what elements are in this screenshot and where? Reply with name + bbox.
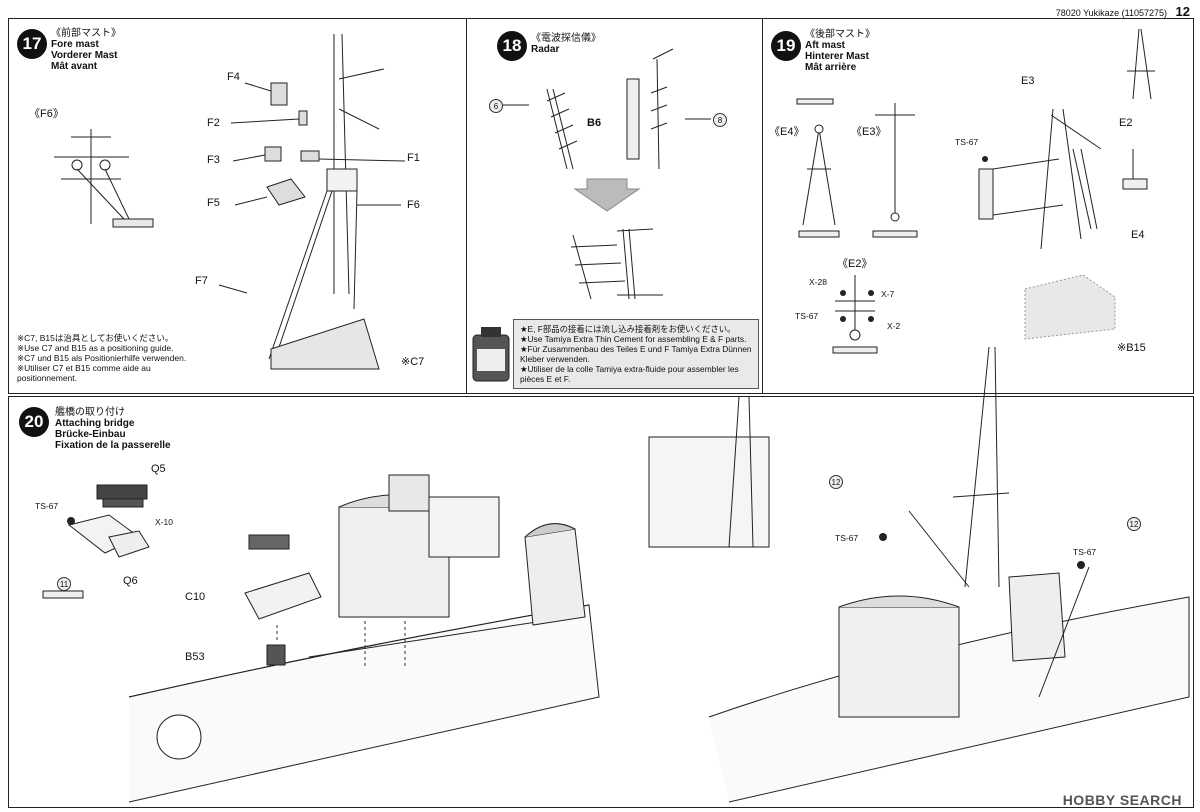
cement-de-2: Kleber verwenden. [520, 354, 590, 364]
e2-part-x7: X-7 [881, 289, 895, 299]
aft-mast-drawing [796, 28, 1155, 354]
cement-jp: ★E, F部品の接着には流し込み接着剤をお使いください。 [520, 324, 736, 334]
step-20-panel: 20 艦橋の取り付け Attaching bridge Brücke-Einba… [8, 346, 1194, 808]
marker-11: 11 [57, 577, 71, 591]
e2-part-x2: X-2 [887, 321, 901, 331]
cement-fr-2: pièces E et F. [520, 374, 571, 384]
e4-detail-label: 《E4》 [769, 126, 805, 138]
step-19-title-fr: Mât arrière [805, 62, 857, 73]
part-e4-label: E4 [1131, 229, 1145, 241]
step-19-panel: 19 《後部マスト》 Aft mast Hinterer Mast Mât ar… [762, 18, 1194, 394]
step-19-title-de: Hinterer Mast [805, 51, 869, 62]
step-19-number: 19 [771, 31, 801, 61]
step-20-number: 20 [19, 407, 49, 437]
e2-part-x28: X-28 [809, 277, 827, 287]
part-f4-label: F4 [227, 71, 240, 83]
step-18-title-jp: 《電波探信儀》 [531, 33, 601, 44]
marker-12-left: 12 [829, 475, 843, 489]
note-fr-2: positionnement. [17, 373, 78, 383]
step-19-title-en: Aft mast [805, 40, 846, 51]
part-f6-label: F6 [407, 199, 420, 211]
part-b15-label: ※B15 [1117, 342, 1146, 354]
note-en: ※Use C7 and B15 as a positioning guide. [17, 343, 174, 353]
marker-12-right: 12 [1127, 517, 1141, 531]
step-18-title-en: Radar [531, 44, 560, 55]
step-19-title-jp: 《後部マスト》 [805, 29, 875, 40]
part-ts67-left-label: TS-67 [35, 501, 59, 511]
step-17-title-de: Vorderer Mast [51, 50, 118, 61]
cement-fr: ★Utiliser de la colle Tamiya extra-fluid… [520, 364, 739, 374]
cement-en: ★Use Tamiya Extra Thin Cement for assemb… [520, 334, 747, 344]
page-header: 78020 Yukikaze (11057275) 12 [1056, 4, 1190, 19]
part-b6-label: B6 [587, 117, 602, 129]
part-f3-label: F3 [207, 154, 220, 166]
step-17-notes: ※C7, B15は治具としてお使いください。 ※Use C7 and B15 a… [17, 333, 186, 383]
part-c10-label: C10 [185, 591, 206, 603]
part-c7-label: ※C7 [401, 356, 425, 368]
part-ts67-right-b-label: TS-67 [1073, 547, 1097, 557]
f6-detail-label: 《F6》 [29, 108, 64, 120]
step-18-panel: 18 《電波探信儀》 Radar [466, 18, 764, 394]
part-f5-label: F5 [207, 197, 220, 209]
note-de: ※C7 und B15 als Positionierhilfe verwend… [17, 353, 187, 363]
step-17-title-fr: Mât avant [51, 61, 98, 72]
bridge-assembly-drawing [42, 346, 1190, 803]
step-17-title: 《前部マスト》 Fore mast Vorderer Mast Mât avan… [51, 28, 121, 72]
step-17-panel: 17 《前部マスト》 Fore mast Vorderer Mast Mât a… [8, 18, 468, 394]
product-code: 78020 Yukikaze (11057275) [1055, 8, 1168, 18]
part-ts67-label: TS-67 [955, 137, 979, 147]
e2-detail-label: 《E2》 [837, 258, 873, 270]
part-e3-label: E3 [1021, 75, 1035, 87]
step-20-title-fr: Fixation de la passerelle [55, 440, 171, 451]
step-20-title-jp: 艦橋の取り付け [55, 407, 125, 418]
part-q5-label: Q5 [151, 463, 166, 475]
part-f1-label: F1 [407, 152, 420, 164]
step-20-title-en: Attaching bridge [55, 418, 135, 429]
radar-drawing [503, 48, 711, 300]
note-fr: ※Utiliser C7 et B15 comme aide au [17, 363, 151, 373]
part-f2-label: F2 [207, 117, 220, 129]
step-17-title-en: Fore mast [51, 39, 99, 50]
step-19-title: 《後部マスト》 Aft mast Hinterer Mast Mât arriè… [805, 29, 875, 73]
step-17-number: 17 [17, 29, 47, 59]
e2-part-ts67: TS-67 [795, 311, 819, 321]
marker-6: 6 [489, 99, 503, 113]
part-ts67-right-a-label: TS-67 [835, 533, 859, 543]
step-17-title-jp: 《前部マスト》 [51, 28, 121, 39]
part-q6-label: Q6 [123, 575, 138, 587]
part-f7-label: F7 [195, 275, 208, 287]
page-number: 12 [1175, 4, 1190, 19]
f6-detail-drawing [54, 33, 406, 370]
part-x10-label: X-10 [155, 517, 173, 527]
cement-bottle-icon [472, 327, 510, 382]
cement-note-box: ★E, F部品の接着には流し込み接着剤をお使いください。 ★Use Tamiya… [513, 319, 759, 389]
step-18-number: 18 [497, 31, 527, 61]
watermark-logo: HOBBY SEARCH [1062, 792, 1182, 808]
step-20-title-de: Brücke-Einbau [55, 429, 126, 440]
step-18-title: 《電波探信儀》 Radar [531, 33, 601, 55]
part-b53-label: B53 [185, 651, 205, 663]
cement-de: ★Für Zusammenbau des Teiles E und F Tami… [520, 344, 752, 354]
marker-8: 8 [713, 113, 727, 127]
step-20-title: 艦橋の取り付け Attaching bridge Brücke-Einbau F… [55, 407, 171, 451]
note-jp: ※C7, B15は治具としてお使いください。 [17, 333, 174, 343]
e3-detail-label: 《E3》 [851, 126, 887, 138]
part-e2-label: E2 [1119, 117, 1133, 129]
